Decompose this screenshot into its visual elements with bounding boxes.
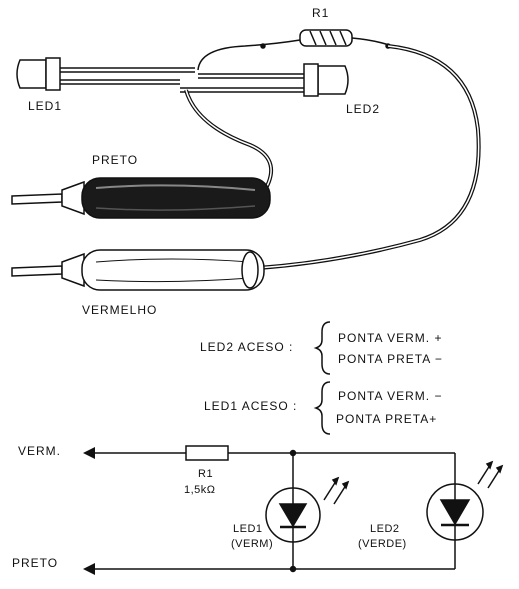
- led2-top-label: LED2: [346, 102, 381, 116]
- schematic: [83, 445, 504, 575]
- led1-condition-1: PONTA VERM. −: [338, 389, 443, 403]
- r1-schematic-label: R1: [198, 468, 214, 480]
- r1-top-label: R1: [312, 6, 330, 20]
- led2-schematic-label: LED2: [370, 523, 400, 535]
- verm-terminal-label: VERM.: [18, 444, 62, 458]
- led2-color-label: (VERDE): [358, 538, 407, 550]
- led2-aceso-label: LED2 ACESO :: [200, 340, 294, 354]
- vermelho-probe-label: VERMELHO: [82, 303, 158, 317]
- preto-terminal-label: PRETO: [12, 556, 59, 570]
- r1-value-label: 1,5kΩ: [184, 484, 216, 496]
- led1-top-label: LED1: [28, 99, 63, 113]
- red-wire: [257, 44, 481, 270]
- led2-condition-2: PONTA PRETA −: [338, 352, 443, 366]
- brace-led2: [313, 321, 331, 375]
- led1-aceso-label: LED1 ACESO :: [204, 399, 298, 413]
- brace-led1: [313, 381, 331, 435]
- led1-drawing: [16, 57, 195, 91]
- led2-drawing: [180, 63, 349, 97]
- black-probe: [11, 177, 271, 219]
- led1-condition-2: PONTA PRETA+: [336, 412, 438, 426]
- red-probe: [11, 249, 265, 291]
- preto-probe-label: PRETO: [92, 153, 139, 167]
- led1-schematic-label: LED1: [233, 523, 263, 535]
- led1-color-label: (VERM): [231, 538, 274, 550]
- led2-condition-1: PONTA VERM. +: [338, 331, 443, 345]
- r1-drawing: [197, 29, 393, 71]
